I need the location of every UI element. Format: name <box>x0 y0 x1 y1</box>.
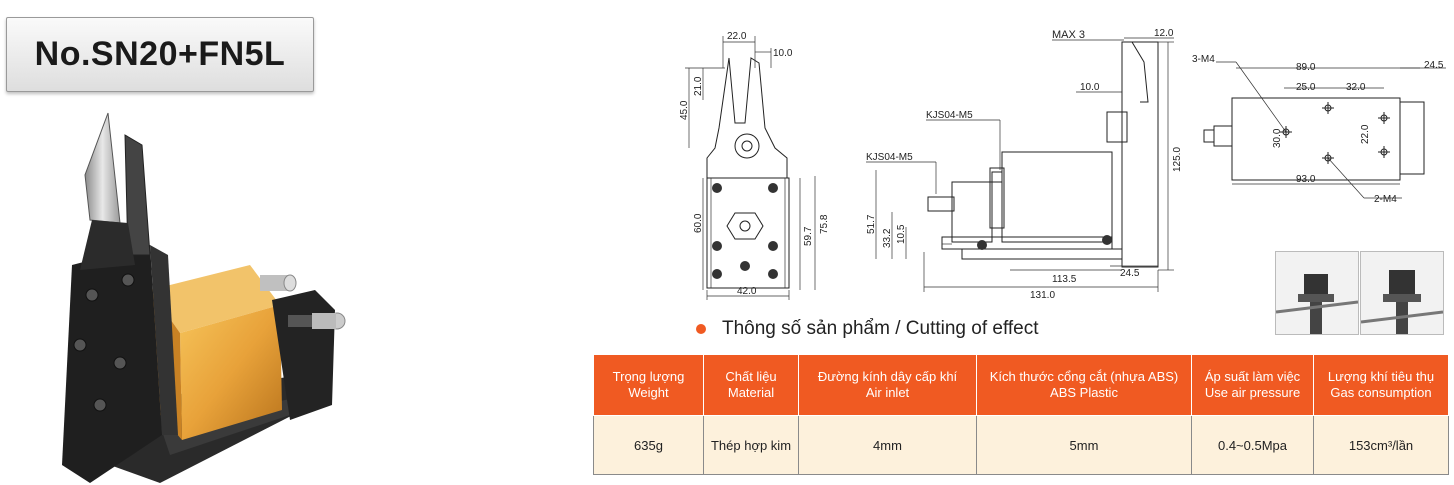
dim-side-offset: 10.0 <box>1080 82 1100 93</box>
header-cut-size: Kích thước cổng cắt (nhựa ABS)ABS Plasti… <box>976 354 1192 416</box>
dim-side-h-low: 10.5 <box>896 224 907 244</box>
application-photo-1 <box>1275 251 1359 335</box>
dim-top-w1: 89.0 <box>1296 62 1316 73</box>
dim-front-w-top: 22.0 <box>727 31 747 42</box>
value-air-inlet: 4mm <box>798 415 977 475</box>
dim-side-len-total: 131.0 <box>1030 290 1055 301</box>
dim-side-len-end: 24.5 <box>1120 268 1140 279</box>
section-title: Thông số sản phẩm / Cutting of effect <box>722 318 1039 339</box>
dim-front-w-side: 10.0 <box>773 48 793 59</box>
dim-front-w-bottom: 42.0 <box>737 286 757 297</box>
dim-front-h2: 45.0 <box>679 100 690 120</box>
value-weight: 635g <box>593 415 704 475</box>
fitting-label-2: KJS04-M5 <box>866 152 913 163</box>
application-photo-2 <box>1360 251 1444 335</box>
dim-side-max: MAX 3 <box>1052 29 1085 41</box>
dim-top-w3: 25.0 <box>1296 82 1316 93</box>
value-material: Thép hợp kim <box>703 415 799 475</box>
top-view-drawing: 3-M4 89.0 24.5 25.0 32.0 30.0 22.0 93.0 … <box>1192 54 1446 205</box>
value-gas-consumption: 153cm³/lần <box>1313 415 1449 475</box>
dim-side-h-left: 51.7 <box>866 214 877 234</box>
dim-side-top-right: 12.0 <box>1154 28 1174 39</box>
dim-top-w2: 24.5 <box>1424 60 1444 71</box>
dim-front-h5: 75.8 <box>819 214 830 234</box>
dim-front-h1: 21.0 <box>693 76 704 96</box>
dim-side-h-mid: 33.2 <box>882 228 893 248</box>
value-cut-size: 5mm <box>976 415 1192 475</box>
holes-top-label: 3-M4 <box>1192 54 1215 65</box>
dim-front-h4: 59.7 <box>803 226 814 246</box>
table-row: 635g Thép hợp kim 4mm 5mm 0.4~0.5Mpa 153… <box>593 415 1449 475</box>
dim-top-v2: 22.0 <box>1360 124 1371 144</box>
dim-front-h3: 60.0 <box>693 213 704 233</box>
section-heading: Thông số sản phẩm / Cutting of effect <box>696 318 1039 340</box>
dim-side-height: 125.0 <box>1172 147 1182 172</box>
bullet-dot <box>696 324 706 334</box>
dim-top-v1: 30.0 <box>1272 128 1283 148</box>
front-view-drawing: 22.0 10.0 21.0 45.0 60.0 59.7 75.8 42.0 <box>679 31 830 300</box>
model-title: No.SN20+FN5L <box>34 35 286 73</box>
side-view-drawing: MAX 3 12.0 10.0 125.0 KJS04-M5 KJS04-M5 … <box>866 28 1182 301</box>
value-air-pressure: 0.4~0.5Mpa <box>1191 415 1314 475</box>
product-image <box>62 112 346 483</box>
dim-side-len-mid: 113.5 <box>1052 274 1077 285</box>
holes-bottom-label: 2-M4 <box>1374 194 1397 205</box>
dim-top-w4: 32.0 <box>1346 82 1366 93</box>
dim-top-w-bottom: 93.0 <box>1296 174 1316 185</box>
model-title-box: No.SN20+FN5L <box>6 17 314 92</box>
fitting-label-1: KJS04-M5 <box>926 110 973 121</box>
